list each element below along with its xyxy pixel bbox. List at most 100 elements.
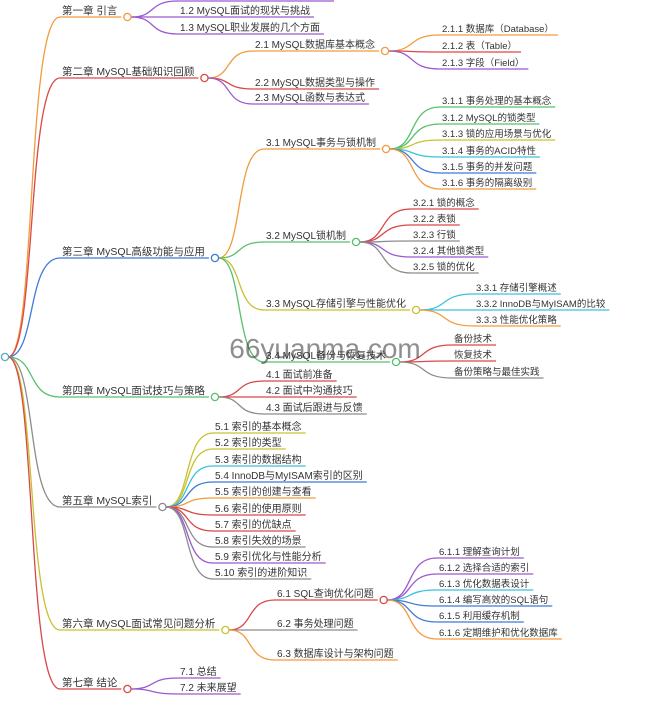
node-ch5-3-label: 5.3 索引的数据结构 [215, 453, 302, 466]
node-ch5-5-label: 5.5 索引的创建与查看 [215, 485, 312, 498]
toggle-ch3-3[interactable] [411, 305, 421, 315]
node-ch1-3-label: 1.3 MySQL职业发展的几个方面 [180, 21, 320, 34]
node-ch6-1-4-label: 6.1.4 编写高效的SQL语句 [439, 594, 548, 606]
node-ch3-3-2-label: 3.3.2 InnoDB与MyISAM的比较 [476, 298, 606, 310]
toggle-ch3-1[interactable] [381, 144, 391, 154]
node-ch6-2-label: 6.2 事务处理问题 [277, 617, 354, 630]
node-ch3-4-label: 3.4 MySQL备份与恢复技术 [266, 349, 386, 362]
toggle-ch5[interactable] [158, 502, 167, 512]
toggle-ch7[interactable] [123, 684, 132, 694]
link-ch4-3 [218, 396, 265, 415]
node-ch5-6-label: 5.6 索引的使用原则 [215, 502, 302, 515]
link-ch2 [7, 77, 61, 358]
link-ch5 [7, 356, 61, 508]
link-ch6-1 [229, 599, 276, 631]
toggle-ch6[interactable] [221, 625, 230, 635]
link-ch7 [7, 356, 61, 690]
node-ch1-2-label: 1.2 MySQL面试的现状与挑战 [180, 4, 310, 17]
toggle-ch2-1[interactable] [380, 46, 390, 56]
link-ch4 [7, 356, 61, 398]
node-ch2-1-3-label: 2.1.3 字段（Field） [442, 57, 524, 69]
chapter-ch2-label: 第二章 MySQL基础知识回顾 [62, 65, 195, 78]
node-ch3-1-2-label: 3.1.2 MySQL的锁类型 [442, 112, 536, 124]
node-ch3-1-label: 3.1 MySQL事务与锁机制 [266, 136, 376, 149]
link-ch1 [7, 16, 61, 358]
chapter-ch7-label: 第七章 结论 [62, 676, 118, 689]
node-ch3-1-6-label: 3.1.6 事务的隔离级别 [442, 177, 532, 189]
link-ch3-3-1 [419, 293, 475, 311]
link-ch5-1 [165, 432, 214, 508]
link-ch2-1-1 [388, 34, 441, 52]
node-ch7-1-label: 7.1 总结 [180, 665, 217, 678]
link-ch3-1-5 [389, 148, 441, 174]
root-toggle[interactable] [0, 352, 10, 362]
link-ch3-4 [218, 257, 265, 363]
node-ch2-3-label: 2.3 MySQL函数与表达式 [255, 91, 365, 104]
chapter-ch5-label: 第五章 MySQL索引 [62, 494, 152, 507]
link-ch3-4-3 [399, 361, 453, 379]
node-ch3-4-1-label: 备份技术 [454, 333, 493, 345]
chapter-ch6-label: 第六章 MySQL面试常见问题分析 [62, 617, 216, 630]
node-ch2-1-label: 2.1 MySQL数据库基本概念 [255, 38, 375, 51]
link-ch4-1 [218, 380, 265, 398]
link-ch3-2-4 [359, 241, 412, 258]
link-ch2-1-3 [388, 50, 441, 70]
node-ch7-2-label: 7.2 未来展望 [180, 681, 237, 694]
node-ch5-2-label: 5.2 索引的类型 [215, 436, 282, 449]
node-ch3-2-label: 3.2 MySQL锁机制 [266, 229, 346, 242]
node-ch3-2-5-label: 3.2.5 锁的优化 [413, 261, 475, 273]
toggle-ch3-2[interactable] [351, 237, 361, 247]
link-ch5-7 [166, 506, 214, 532]
link-ch3-1-1 [389, 106, 441, 150]
chapter-ch1-label: 第一章 引言 [62, 4, 117, 17]
toggle-ch3[interactable] [210, 253, 220, 263]
node-ch3-3-1-label: 3.3.1 存储引擎概述 [476, 282, 557, 294]
node-ch4-1-label: 4.1 面试前准备 [266, 368, 333, 381]
node-ch3-4-3-label: 备份策略与最佳实践 [454, 366, 540, 378]
link-ch3-2-5 [359, 241, 412, 274]
node-ch5-9-label: 5.9 索引优化与性能分析 [215, 550, 322, 563]
link-ch3-2 [218, 241, 265, 259]
node-ch3-1-3-label: 3.1.3 锁的应用场景与优化 [442, 128, 552, 140]
node-ch5-10-label: 5.10 索引的进阶知识 [215, 566, 307, 579]
node-ch2-1-2-label: 2.1.2 表（Table） [442, 40, 517, 52]
link-ch3-1-2 [389, 123, 441, 150]
chapter-ch3-label: 第三章 MySQL高级功能与应用 [62, 245, 205, 258]
node-ch3-1-1-label: 3.1.1 事务处理的基本概念 [442, 95, 552, 107]
node-ch3-1-5-label: 3.1.5 事务的并发问题 [442, 161, 533, 173]
link-ch1-3 [131, 16, 179, 35]
node-ch3-4-2-label: 恢复技术 [454, 349, 493, 361]
toggle-ch1[interactable] [123, 12, 132, 22]
node-ch5-8-label: 5.8 索引失效的场景 [215, 534, 302, 547]
link-ch2-2 [208, 77, 254, 90]
node-ch4-2-label: 4.2 面试中沟通技巧 [266, 384, 353, 397]
link-ch5-4 [166, 481, 214, 508]
node-ch6-1-6-label: 6.1.6 定期维护和优化数据库 [439, 627, 558, 639]
toggle-ch4[interactable] [210, 392, 220, 402]
link-ch3-3 [218, 257, 265, 311]
node-ch3-2-2-label: 3.2.2 表锁 [413, 213, 456, 225]
link-ch6-3 [229, 629, 276, 661]
node-ch6-1-2-label: 6.1.2 选择合适的索引 [439, 562, 529, 574]
toggle-ch2[interactable] [200, 73, 209, 83]
node-ch6-1-label: 6.1 SQL查询优化问题 [277, 587, 374, 600]
link-ch3-2-2 [359, 224, 412, 243]
node-ch3-3-label: 3.3 MySQL存储引擎与性能优化 [266, 297, 406, 310]
link-ch6-1-6 [387, 599, 438, 640]
toggle-ch3-4[interactable] [391, 357, 401, 367]
node-ch5-4-label: 5.4 InnoDB与MyISAM索引的区别 [215, 469, 363, 482]
watermark: 66yuanma.com [229, 333, 420, 364]
link-ch2-1 [208, 50, 254, 79]
link-ch6-1-2 [387, 573, 438, 601]
chapter-ch4-label: 第四章 MySQL面试技巧与策略 [62, 384, 205, 397]
node-ch6-1-3-label: 6.1.3 优化数据表设计 [439, 578, 530, 590]
node-ch3-2-3-label: 3.2.3 行锁 [413, 229, 456, 241]
toggle-ch6-1[interactable] [379, 595, 388, 605]
node-ch4-3-label: 4.3 面试后跟进与反馈 [266, 401, 363, 414]
link-ch5-10 [165, 506, 214, 580]
link-ch7-2 [131, 688, 179, 695]
node-ch6-3-label: 6.3 数据库设计与架构问题 [277, 647, 394, 660]
node-ch5-7-label: 5.7 索引的优缺点 [215, 518, 292, 531]
link-ch1-1 [131, 0, 179, 18]
